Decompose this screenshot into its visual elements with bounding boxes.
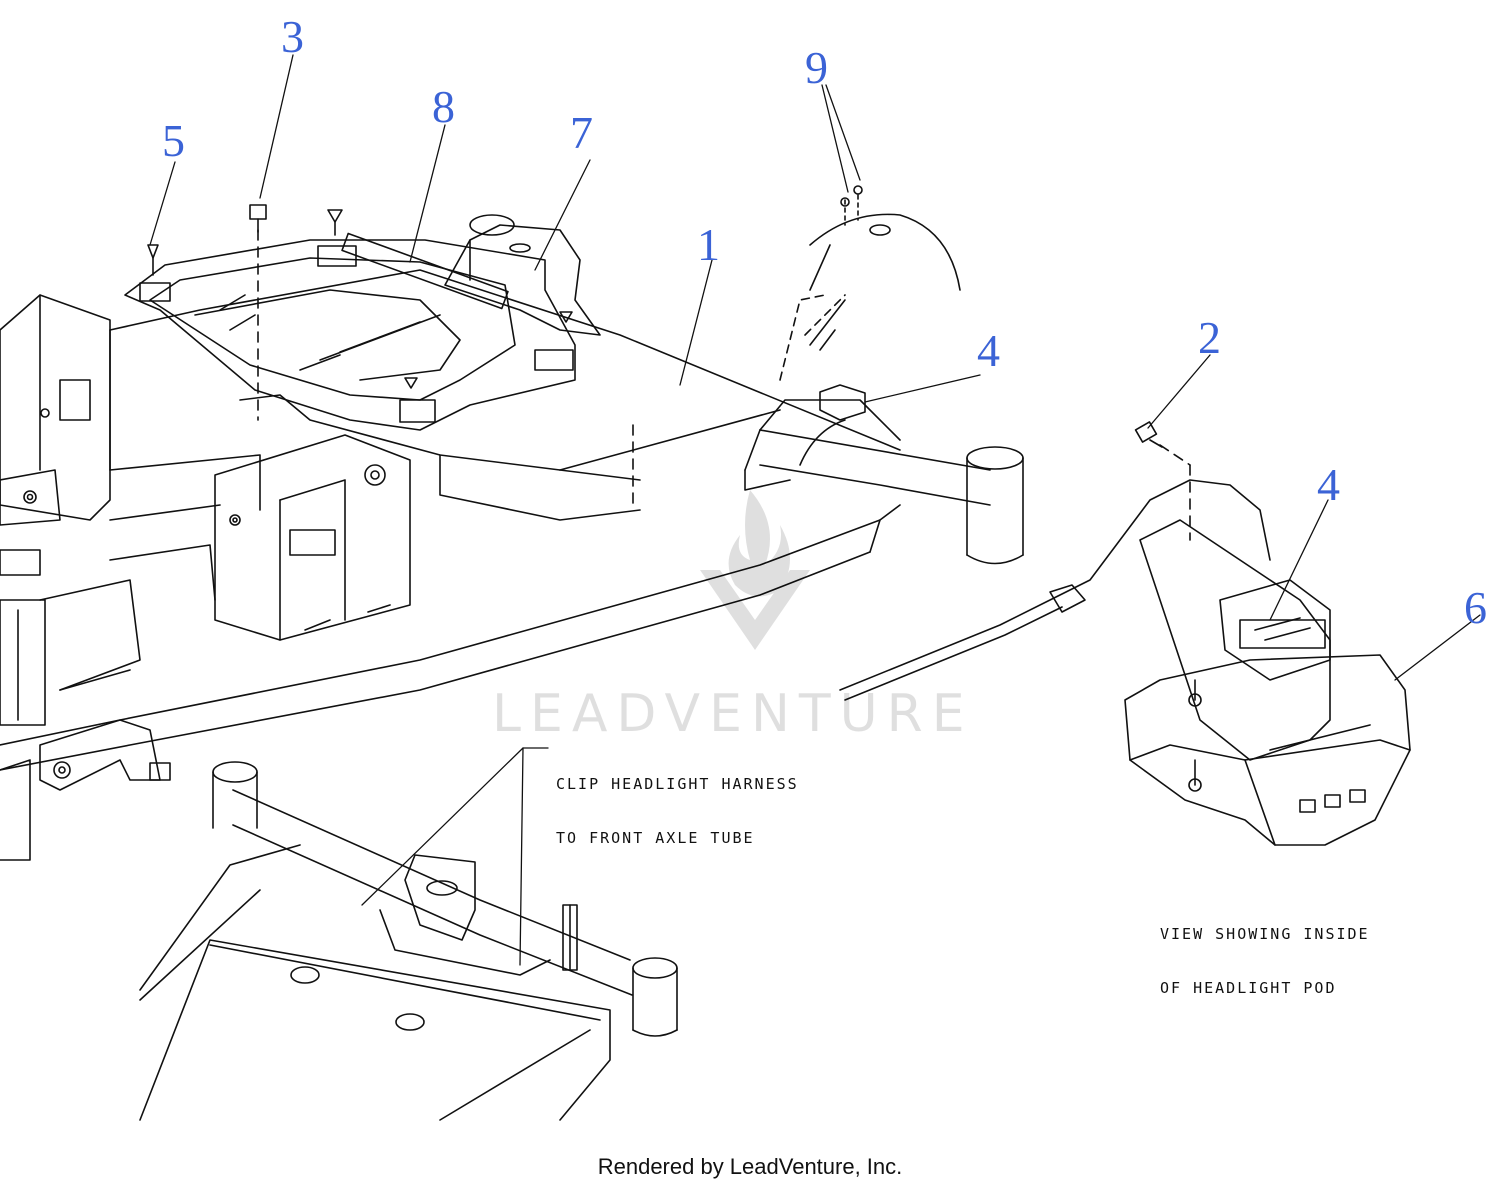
dash-leaders: [258, 230, 1190, 540]
callout-1: 1: [697, 219, 720, 270]
note-view-line-2: OF HEADLIGHT POD: [1160, 979, 1337, 997]
callout-8: 8: [432, 81, 455, 132]
inset-axle-view: [140, 762, 677, 1120]
note-clip-line-1: CLIP HEADLIGHT HARNESS: [556, 775, 799, 793]
headlight-pod-top: [780, 186, 960, 465]
callout-5: 5: [162, 115, 185, 166]
note-view-pod: VIEW SHOWING INSIDE OF HEADLIGHT POD: [1160, 889, 1370, 1015]
callout-7: 7: [570, 107, 593, 158]
callout-4-top: 4: [977, 325, 1000, 376]
leadventure-logo-watermark: [700, 490, 810, 650]
foot-plate-8: [125, 233, 575, 430]
seat-pan-7: [445, 215, 600, 335]
callout-4-inset: 4: [1317, 459, 1340, 510]
callout-3: 3: [281, 11, 304, 62]
leader-lines: [150, 55, 1480, 965]
left-brackets: [0, 295, 110, 860]
note-clip-line-2: TO FRONT AXLE TUBE: [556, 829, 755, 847]
note-view-line-1: VIEW SHOWING INSIDE: [1160, 925, 1370, 943]
callout-6: 6: [1464, 582, 1487, 633]
watermark-text: LEADVENTURE: [492, 684, 974, 744]
screws: [148, 205, 1162, 447]
note-clip-harness: CLIP HEADLIGHT HARNESS TO FRONT AXLE TUB…: [556, 739, 799, 865]
center-brackets: [40, 435, 410, 790]
headlight-pod-inside-6: [1125, 520, 1410, 845]
headlight-harness: [840, 480, 1270, 700]
footer-credit: Rendered by LeadVenture, Inc.: [597, 1154, 903, 1179]
callout-2: 2: [1198, 312, 1221, 363]
callout-9: 9: [805, 42, 828, 93]
